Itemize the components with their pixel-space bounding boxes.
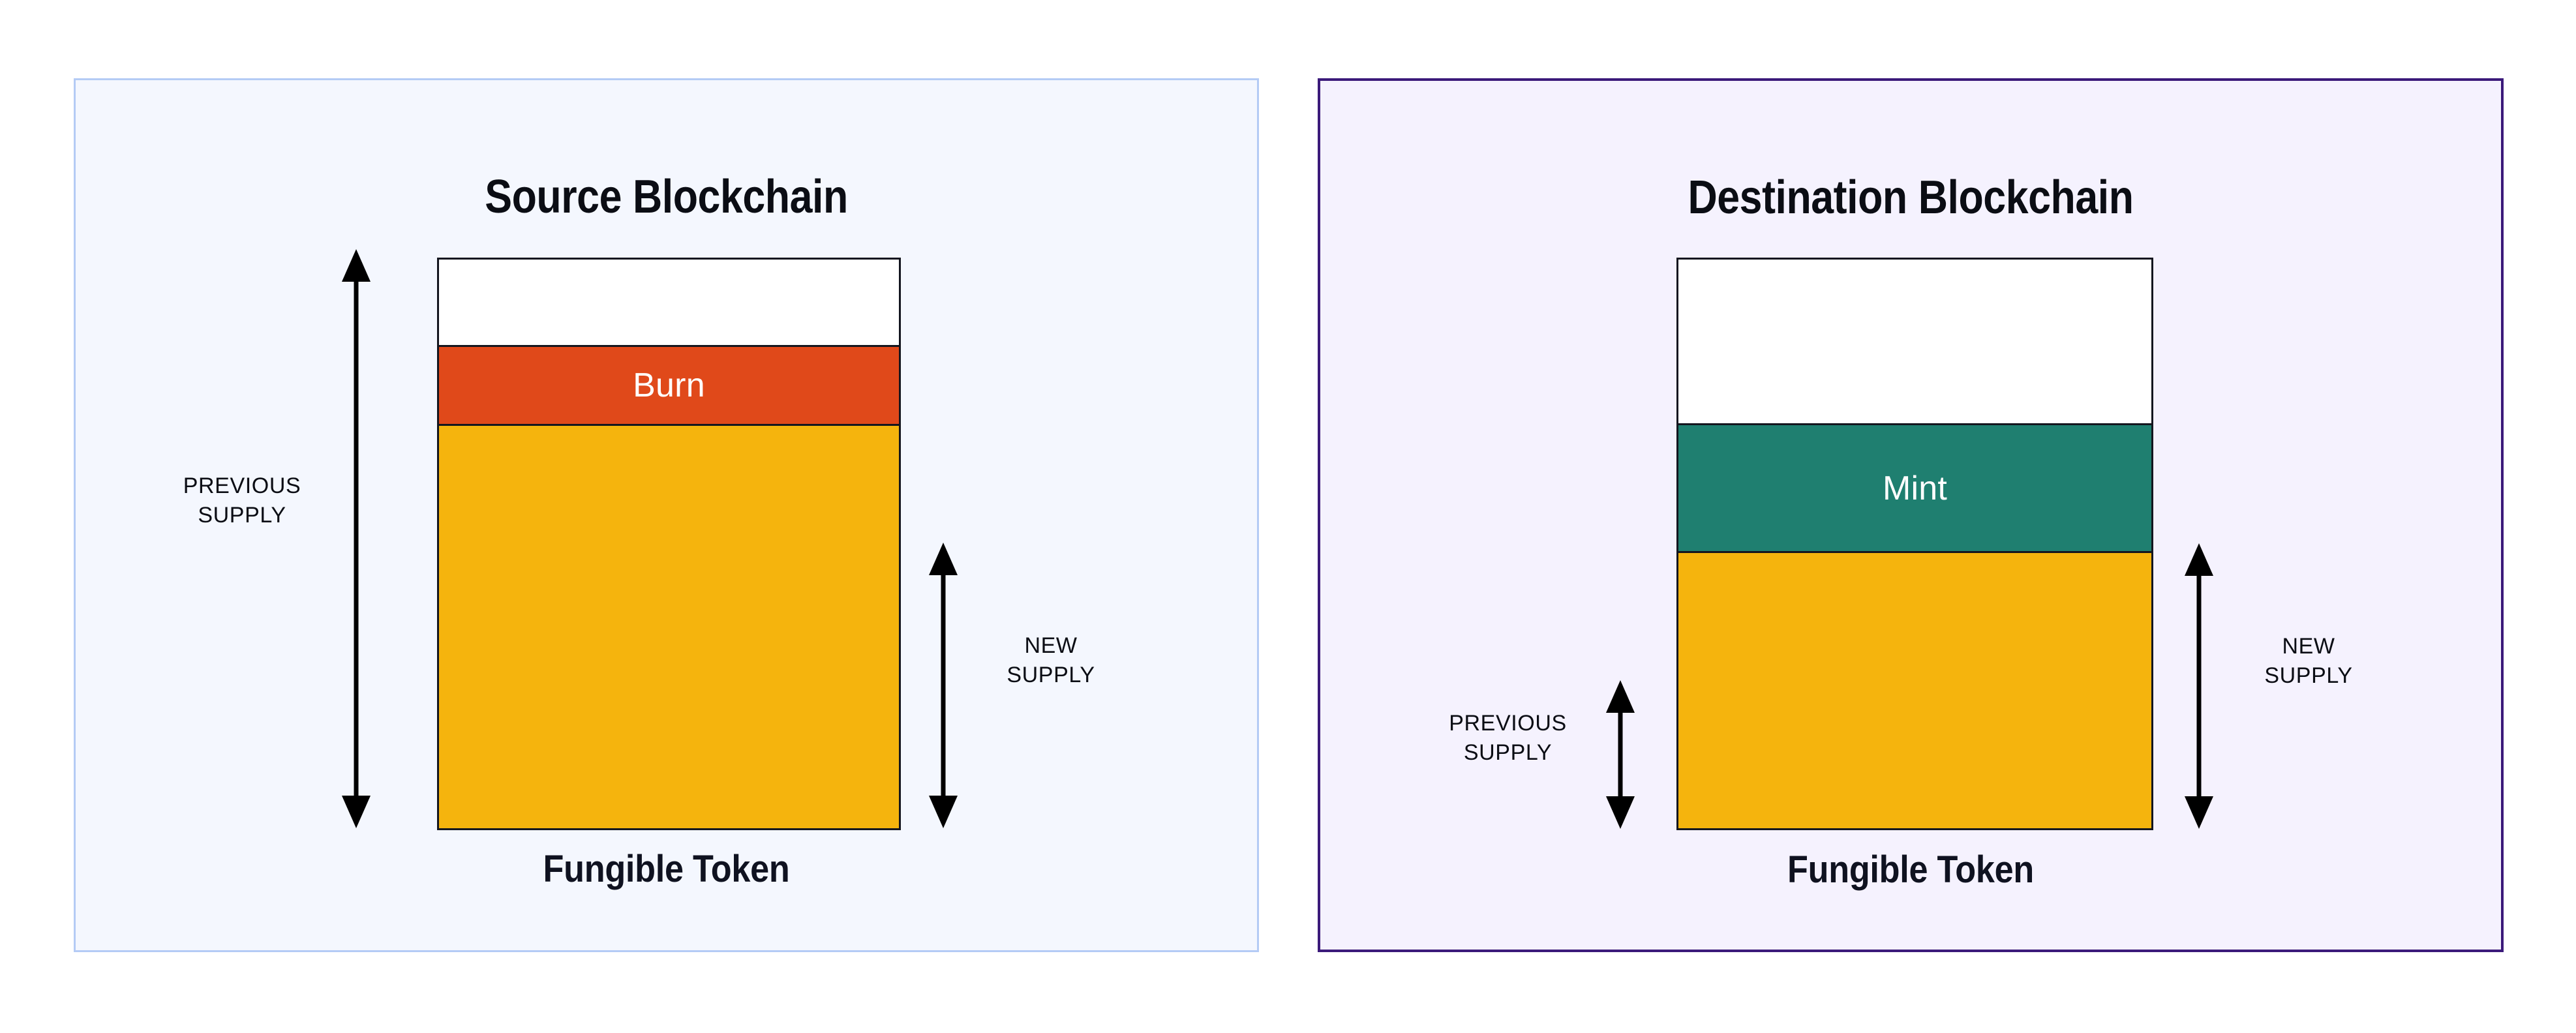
measure-arrow-new-supply-source bbox=[924, 539, 963, 832]
bar-segment-burn-label: Burn bbox=[633, 367, 705, 404]
panel-caption-source: Fungible Token bbox=[543, 848, 790, 890]
panel-caption-destination: Fungible Token bbox=[1787, 848, 2035, 891]
measure-arrow-previous-supply-destination bbox=[1601, 676, 1640, 833]
measure-arrow-new-supply-destination bbox=[2179, 539, 2219, 833]
panel-source-blockchain: Source Blockchain Burn PREVIOUS SUPPLY bbox=[74, 78, 1259, 952]
measure-label-new-supply-source: NEW SUPPLY bbox=[1007, 633, 1095, 688]
bar-segment-headroom-source bbox=[437, 258, 901, 349]
panel-title-destination: Destination Blockchain bbox=[1688, 172, 2134, 224]
bar-segment-mint-label: Mint bbox=[1882, 469, 1948, 507]
measure-label-new-supply-destination: NEW SUPPLY bbox=[2264, 634, 2353, 689]
measure-arrow-previous-supply-source bbox=[337, 245, 376, 832]
panel-title-source: Source Blockchain bbox=[485, 171, 848, 223]
bar-segment-mint: Mint bbox=[1676, 423, 2153, 553]
bar-segment-burn: Burn bbox=[437, 345, 901, 426]
stacked-bar-destination: Mint bbox=[1676, 258, 2153, 832]
measure-label-previous-supply-destination: PREVIOUS SUPPLY bbox=[1449, 711, 1567, 766]
bar-segment-headroom-destination bbox=[1676, 258, 2153, 427]
measure-label-previous-supply-source: PREVIOUS SUPPLY bbox=[183, 473, 301, 528]
panel-destination-blockchain: Destination Blockchain Mint PREVIOUS SUP… bbox=[1318, 78, 2504, 952]
bar-segment-remaining-supply-source bbox=[437, 424, 901, 830]
bar-segment-existing-supply-destination bbox=[1676, 551, 2153, 830]
stacked-bar-source: Burn bbox=[437, 258, 901, 832]
